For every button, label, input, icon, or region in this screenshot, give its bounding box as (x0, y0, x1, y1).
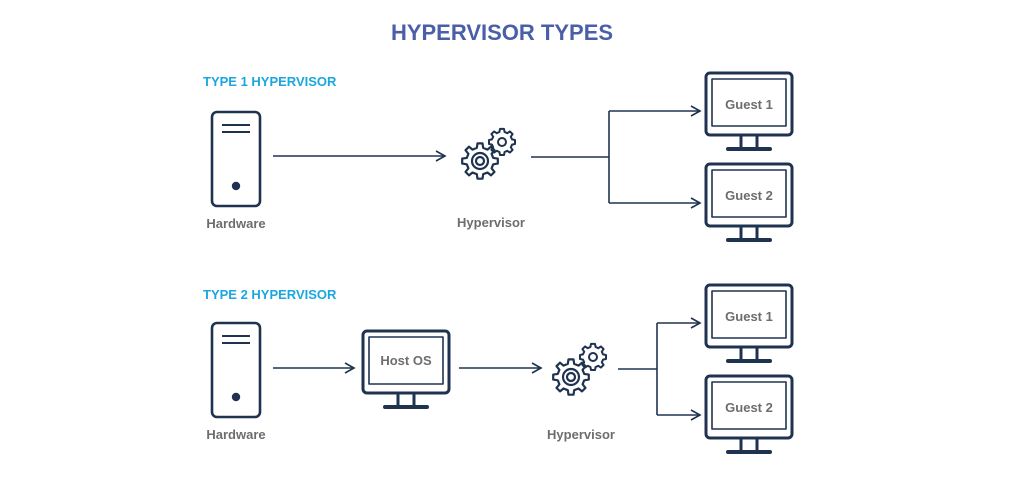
type2-guest-1-label: Guest 1 (725, 309, 773, 324)
host-os-monitor: Host OS (361, 329, 451, 409)
type1-connector (531, 105, 702, 209)
type1-guest-2-monitor: Guest 2 (704, 162, 794, 242)
type2-guest-2-label: Guest 2 (725, 400, 773, 415)
type2-connector (618, 317, 702, 421)
page-title: HYPERVISOR TYPES (391, 20, 613, 45)
type1-hypervisor-label: Hypervisor (457, 215, 525, 230)
type2-heading: TYPE 2 HYPERVISOR (203, 287, 337, 302)
type1-section: TYPE 1 HYPERVISOR Hardware Hypervisor Gu… (203, 71, 794, 242)
type1-guest-1-monitor: Guest 1 (704, 71, 794, 151)
type1-guest-2-label: Guest 2 (725, 188, 773, 203)
type2-guest-2-monitor: Guest 2 (704, 374, 794, 454)
monitor-icon (361, 329, 451, 409)
server-tower-icon (210, 110, 262, 208)
gears-icon (461, 127, 516, 180)
type1-heading: TYPE 1 HYPERVISOR (203, 74, 337, 89)
type1-guest-1-label: Guest 1 (725, 97, 773, 112)
type2-guest-1-monitor: Guest 1 (704, 283, 794, 363)
type2-hypervisor-label: Hypervisor (547, 427, 615, 442)
type2-host-label: Host OS (380, 353, 432, 368)
type1-hardware-label: Hardware (206, 216, 265, 231)
gears-icon (552, 342, 607, 396)
type2-section: TYPE 2 HYPERVISOR Hardware Host OS Hyper… (203, 283, 794, 454)
type2-hardware-label: Hardware (206, 427, 265, 442)
server-tower-icon (210, 321, 262, 419)
